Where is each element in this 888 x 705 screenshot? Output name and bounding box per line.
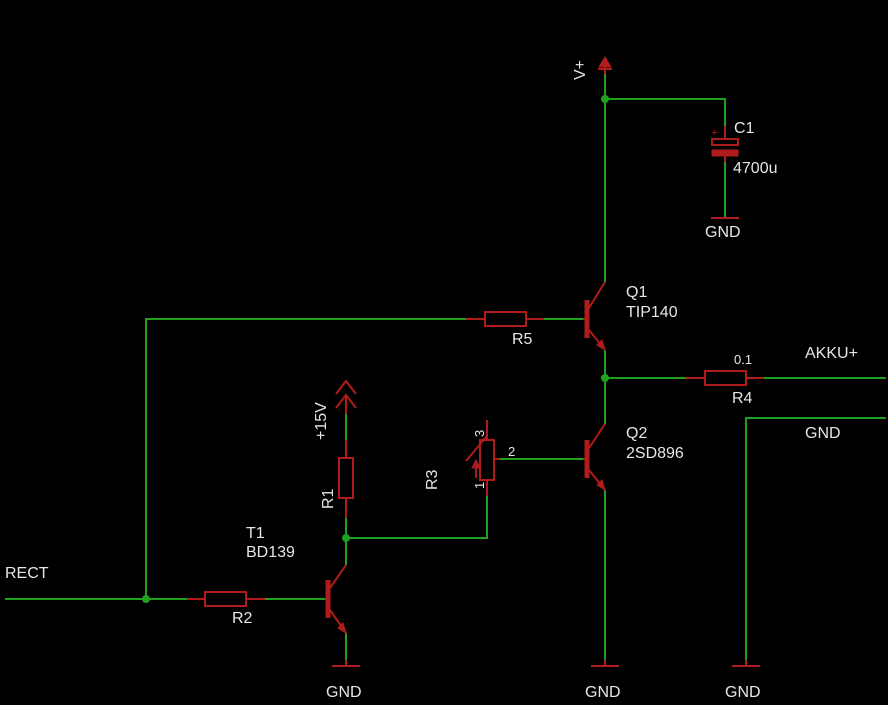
- gnd-symbol-out: [732, 660, 760, 667]
- r3-potentiometer-symbol: [465, 420, 500, 496]
- q2-transistor-symbol: [583, 423, 606, 492]
- p15v-supply-symbol: [335, 379, 357, 414]
- t1-value: BD139: [246, 544, 295, 561]
- junctions: [142, 95, 609, 603]
- gnd-label-c1: GND: [705, 224, 741, 241]
- q1-transistor-symbol: [583, 281, 606, 352]
- r1-name: R1: [320, 488, 337, 509]
- vplus-supply-symbol: [598, 56, 612, 74]
- c1-capacitor-symbol: [711, 126, 739, 162]
- gnd-label-q2: GND: [585, 684, 621, 701]
- gnd-symbol-q2: [591, 660, 619, 667]
- c1-value: 4700u: [733, 160, 778, 177]
- r3-pin3: 3: [472, 430, 487, 437]
- junction-t1-collector: [342, 534, 350, 542]
- t1-name: T1: [246, 525, 265, 542]
- r3-name: R3: [424, 469, 441, 490]
- t1-transistor-symbol: [325, 564, 347, 635]
- c1-polarity-mark: +: [711, 127, 717, 139]
- junction-vplus: [601, 95, 609, 103]
- q2-name: Q2: [626, 425, 647, 442]
- vplus-label: V+: [572, 60, 589, 80]
- q1-value: TIP140: [626, 304, 678, 321]
- gnd-symbol-t1: [332, 660, 360, 667]
- wire-vplus-c1: [605, 98, 726, 126]
- q1-name: Q1: [626, 284, 647, 301]
- junction-output: [601, 374, 609, 382]
- net-label-rect: RECT: [5, 565, 49, 582]
- p15v-label: +15V: [313, 402, 330, 440]
- r3-pin1: 1: [472, 482, 487, 489]
- wire-out-gnd: [745, 417, 886, 666]
- net-label-akku-plus: AKKU+: [805, 345, 858, 362]
- r4-value: 0.1: [734, 352, 752, 367]
- gnd-label-t1: GND: [326, 684, 362, 701]
- r2-name: R2: [232, 610, 253, 627]
- net-label-gnd-out: GND: [805, 425, 841, 442]
- gnd-label-out: GND: [725, 684, 761, 701]
- wire-rect-r5: [145, 318, 466, 599]
- q2-value: 2SD896: [626, 445, 684, 462]
- r3-pin2: 2: [508, 444, 515, 459]
- junction-rect: [142, 595, 150, 603]
- r5-resistor-symbol: [466, 311, 544, 327]
- wire-t1-r3: [346, 496, 488, 539]
- r1-resistor-symbol: [338, 440, 354, 518]
- r5-name: R5: [512, 331, 533, 348]
- r4-name: R4: [732, 390, 753, 407]
- c1-name: C1: [734, 120, 755, 137]
- r2-resistor-symbol: [187, 591, 265, 607]
- r4-resistor-symbol: [686, 370, 764, 386]
